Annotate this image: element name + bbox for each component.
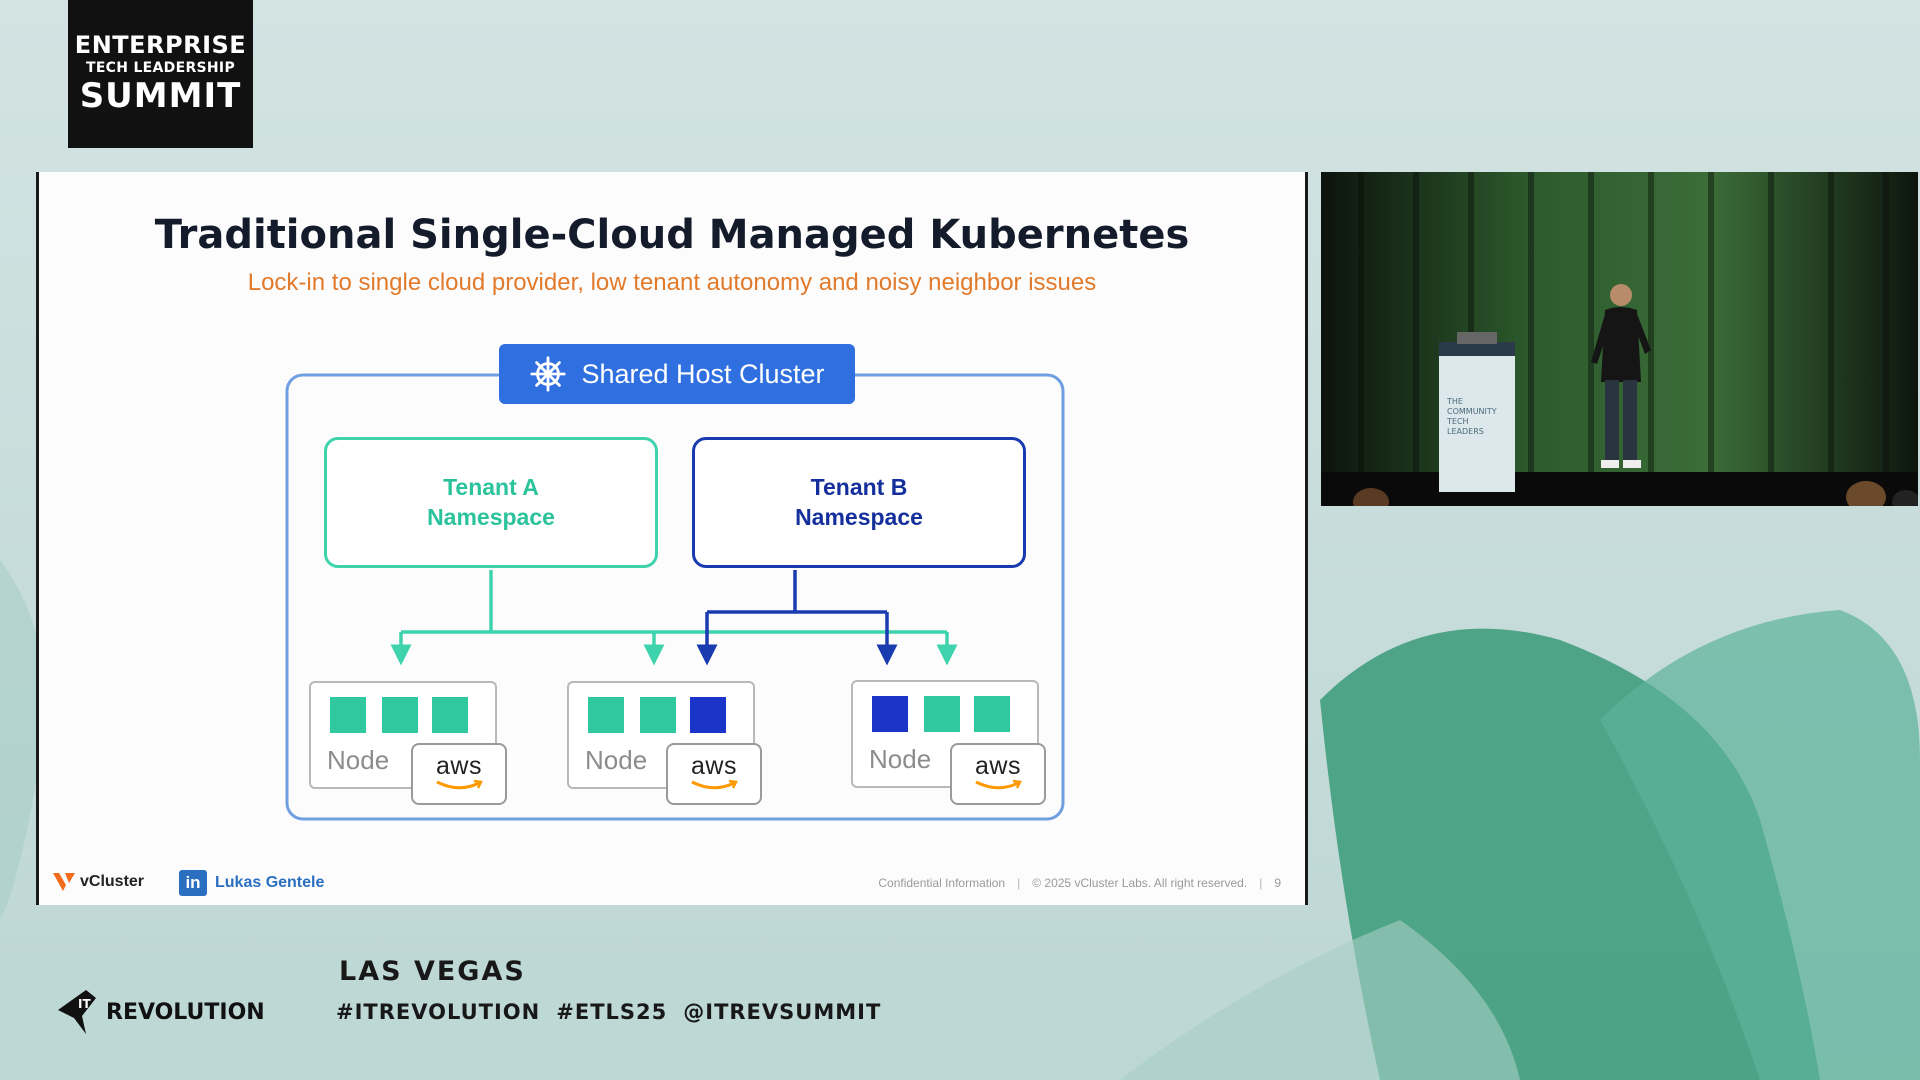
it-revolution-mark-icon: IT [56,988,106,1036]
helm-wheel-icon [529,355,567,393]
node-label: Node [327,745,389,776]
shared-host-cluster-label: Shared Host Cluster [499,344,855,404]
linkedin-profile-link[interactable]: in Lukas Gentele [179,870,324,896]
workload-slots [311,683,499,743]
summit-logo: ENTERPRISE TECH LEADERSHIP SUMMIT [68,0,253,148]
tenant-b-connectors [707,570,887,655]
stage-scene: THE COMMUNITY TECH LEADERS [1321,172,1918,506]
aws-logo-text: aws [668,752,760,781]
tenant-a-namespace: Tenant A Namespace [324,437,658,568]
it-revolution-text: REVOLUTION [106,1000,265,1025]
linkedin-icon: in [179,870,207,896]
workload-slots [569,683,757,743]
speaker-video-feed: THE COMMUNITY TECH LEADERS [1321,172,1918,506]
summit-logo-line3: SUMMIT [80,79,242,115]
svg-text:LEADERS: LEADERS [1447,427,1484,436]
footer-separator: | [1017,876,1020,890]
workload-slots [853,682,1041,742]
copyright-text: © 2025 vCluster Labs. All right reserved… [1032,876,1247,890]
confidential-text: Confidential Information [878,876,1005,890]
it-mark-text: IT [78,997,91,1011]
aws-logo: aws [666,743,762,805]
aws-logo-text: aws [413,752,505,781]
node-label: Node [869,744,931,775]
hashtag: #ITREVOLUTION [336,1000,540,1024]
summit-logo-line1: ENTERPRISE [75,33,246,58]
aws-logo-text: aws [952,752,1044,781]
tenant-b-namespace: Tenant B Namespace [692,437,1026,568]
social-handle: @ITREVSUMMIT [683,1000,881,1024]
event-city: LAS VEGAS [339,956,526,987]
node-label: Node [585,745,647,776]
svg-text:TECH: TECH [1446,417,1469,426]
hashtag: #ETLS25 [556,1000,667,1024]
cluster-label-text: Shared Host Cluster [581,359,824,390]
it-revolution-logo: IT REVOLUTION [56,988,265,1036]
svg-text:COMMUNITY: COMMUNITY [1447,407,1497,416]
aws-logo: aws [411,743,507,805]
event-hashtags: #ITREVOLUTION #ETLS25 @ITREVSUMMIT [336,1000,881,1024]
footer-legal: Confidential Information | © 2025 vClust… [878,876,1281,890]
vcluster-mark-icon [52,871,76,893]
speaker-name: Lukas Gentele [215,874,324,892]
vcluster-brand-text: vCluster [80,873,144,891]
slide-page-number: 9 [1274,876,1281,890]
slide-footer: vCluster in Lukas Gentele Confidential I… [39,860,1305,905]
aws-logo: aws [950,743,1046,805]
footer-separator: | [1259,876,1262,890]
vcluster-logo: vCluster [52,871,144,893]
podium: THE COMMUNITY TECH LEADERS [1439,332,1515,492]
presentation-slide: Traditional Single-Cloud Managed Kuberne… [36,172,1308,905]
svg-text:THE: THE [1446,397,1463,406]
summit-logo-line2: TECH LEADERSHIP [86,61,235,76]
